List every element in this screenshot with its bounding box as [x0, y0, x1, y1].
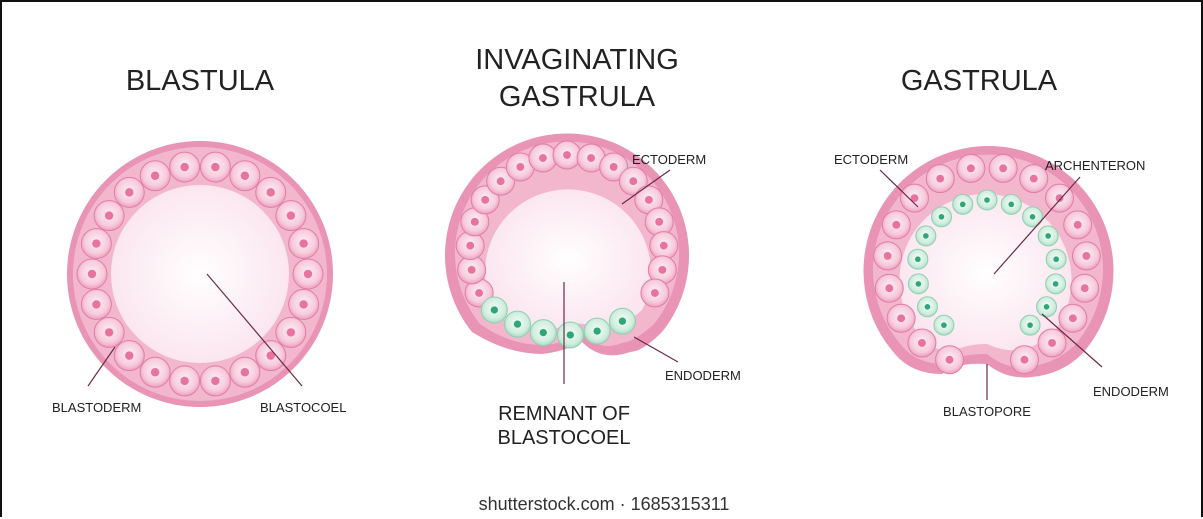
cell-nucleus — [299, 300, 307, 308]
cell-nucleus — [1030, 175, 1038, 183]
cell-nucleus — [125, 351, 133, 359]
cell-nucleus — [619, 318, 626, 325]
cell-nucleus — [211, 163, 219, 171]
cell-nucleus — [645, 196, 653, 204]
archenteron-label: ARCHENTERON — [1045, 158, 1145, 173]
cell-nucleus — [651, 289, 659, 297]
remnant-label-line2: BLASTOCOEL — [497, 427, 630, 449]
cell-nucleus — [1045, 233, 1051, 239]
invaginating-title-line2: GASTRULA — [499, 81, 656, 113]
blastula-title: BLASTULA — [126, 65, 275, 97]
cell-nucleus — [267, 188, 275, 196]
cell-nucleus — [211, 377, 219, 385]
cell-nucleus — [915, 256, 921, 262]
cell-nucleus — [587, 154, 595, 162]
cell-nucleus — [180, 163, 188, 171]
watermark-text: shutterstock.com · 1685315311 — [479, 494, 730, 514]
invaginating-gastrula-panel: INVAGINATING GASTRULA ECTODERM ENDODERM … — [445, 44, 741, 449]
cell-nucleus — [1053, 256, 1059, 262]
cell-nucleus — [884, 252, 892, 260]
blastocoel-label: BLASTOCOEL — [260, 400, 346, 415]
gastrula-ectoderm-label: ECTODERM — [834, 152, 908, 167]
blastula-embryo — [67, 141, 333, 407]
cell-nucleus — [88, 270, 96, 278]
cell-nucleus — [287, 328, 295, 336]
cell-nucleus — [999, 164, 1007, 172]
cell-nucleus — [241, 172, 249, 180]
invaginating-ectoderm-label: ECTODERM — [632, 152, 706, 167]
cell-nucleus — [897, 314, 905, 322]
cell-nucleus — [1053, 281, 1059, 287]
cell-nucleus — [1074, 221, 1082, 229]
cell-nucleus — [946, 356, 954, 364]
cell-nucleus — [475, 289, 483, 297]
cell-nucleus — [151, 172, 159, 180]
cell-nucleus — [923, 233, 929, 239]
cell-nucleus — [1008, 202, 1014, 208]
cell-nucleus — [594, 327, 601, 334]
cell-nucleus — [941, 322, 947, 328]
invaginating-endoderm-leader — [634, 337, 678, 362]
cell-nucleus — [481, 196, 489, 204]
cell-nucleus — [471, 218, 479, 226]
cell-nucleus — [1027, 322, 1033, 328]
cell-nucleus — [92, 300, 100, 308]
cell-nucleus — [539, 154, 547, 162]
cell-nucleus — [497, 177, 505, 185]
blastoderm-label: BLASTODERM — [52, 400, 141, 415]
cell-nucleus — [918, 339, 926, 347]
gastrula-endoderm-label: ENDODERM — [1093, 384, 1169, 399]
cell-nucleus — [563, 151, 571, 159]
blastocoel-cavity — [111, 185, 289, 363]
cell-nucleus — [1044, 304, 1050, 310]
cell-nucleus — [1082, 252, 1090, 260]
cell-nucleus — [241, 368, 249, 376]
cell-nucleus — [658, 266, 666, 274]
cell-nucleus — [1048, 339, 1056, 347]
cell-nucleus — [925, 304, 931, 310]
gastrula-title: GASTRULA — [901, 65, 1058, 97]
gastrula-panel: GASTRULA ECTODERM ARCHENTERON ENDODERM B… — [834, 65, 1169, 419]
cell-nucleus — [655, 218, 663, 226]
cell-nucleus — [660, 242, 668, 250]
cell-nucleus — [1021, 356, 1029, 364]
cell-nucleus — [629, 177, 637, 185]
cell-nucleus — [967, 164, 975, 172]
cell-nucleus — [892, 221, 900, 229]
cell-nucleus — [516, 163, 524, 171]
cell-nucleus — [491, 306, 498, 313]
cell-nucleus — [92, 239, 100, 247]
cell-nucleus — [567, 331, 574, 338]
cell-nucleus — [939, 214, 945, 220]
cell-nucleus — [960, 202, 966, 208]
cell-nucleus — [514, 320, 521, 327]
cell-nucleus — [287, 211, 295, 219]
cell-nucleus — [540, 329, 547, 336]
cell-nucleus — [885, 284, 893, 292]
cell-nucleus — [466, 242, 474, 250]
cell-nucleus — [299, 239, 307, 247]
cell-nucleus — [304, 270, 312, 278]
invaginating-title-line1: INVAGINATING — [475, 44, 679, 76]
cell-nucleus — [151, 368, 159, 376]
cell-nucleus — [1081, 284, 1089, 292]
cell-nucleus — [916, 281, 922, 287]
cell-nucleus — [610, 163, 618, 171]
cell-nucleus — [105, 211, 113, 219]
blastopore-label: BLASTOPORE — [943, 404, 1031, 419]
remnant-label-line1: REMNANT OF — [498, 403, 630, 425]
cell-nucleus — [1030, 214, 1036, 220]
blastula-panel: BLASTULA BLASTODERM BLASTOCOEL — [52, 65, 346, 415]
cell-nucleus — [105, 328, 113, 336]
cell-nucleus — [468, 266, 476, 274]
cell-nucleus — [984, 197, 990, 203]
cell-nucleus — [1069, 314, 1077, 322]
invaginating-endoderm-label: ENDODERM — [665, 368, 741, 383]
cell-nucleus — [180, 377, 188, 385]
cell-nucleus — [936, 175, 944, 183]
cell-nucleus — [125, 188, 133, 196]
